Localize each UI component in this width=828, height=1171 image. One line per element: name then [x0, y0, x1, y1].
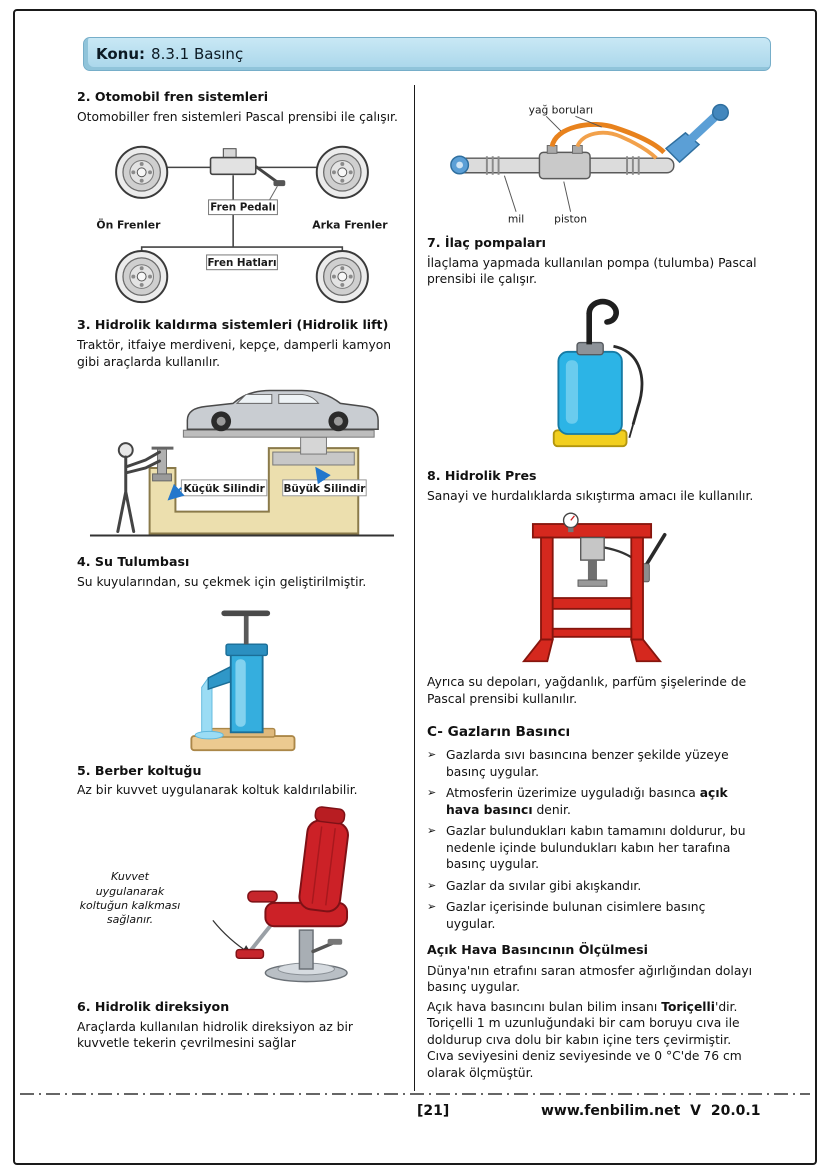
- brake-lines-label: Fren Hatları: [207, 257, 276, 269]
- chair-backrest: [297, 806, 349, 913]
- sprayer-handle: [586, 298, 619, 325]
- water-pump-figure: [77, 597, 407, 757]
- u-tube: [148, 447, 360, 535]
- armrest: [246, 890, 278, 903]
- arrow-bullet-icon: ➢: [427, 748, 437, 762]
- section-title-hydraulic-press: 8. Hidrolik Pres: [427, 467, 537, 483]
- p2-pre: Açık hava basıncını bulan bilim insanı: [427, 999, 662, 1014]
- piston-housing: [538, 151, 591, 180]
- section-title-barber-chair: 5. Berber koltuğu: [77, 762, 202, 778]
- section-body-water-pump: Su kuyularından, su çekmek için geliştir…: [77, 575, 367, 590]
- gas-bullet-item: ➢ Atmosferin üzerimize uyguladığı basınc…: [427, 785, 757, 818]
- hydraulic-lift-illustration: Küçük Silindir Büyük Silindir: [89, 389, 395, 537]
- gas-pressure-bullet-list: ➢ Gazlarda sıvı basıncına benzer şekilde…: [427, 747, 757, 932]
- gas-bullet-text: Gazlar içerisinde bulunan cisimlere bası…: [446, 900, 706, 931]
- arrow-bullet-icon: ➢: [427, 900, 437, 914]
- section-title-gas-pressure: C- Gazların Basıncı: [427, 724, 571, 741]
- front-left-disc: [115, 146, 169, 200]
- open-air-paragraph-2: Açık hava basıncını bulan bilim insanı T…: [427, 999, 757, 1081]
- note-arrow: [211, 919, 252, 955]
- press-cylinder: [580, 537, 605, 561]
- gas-bullet-text: Atmosferin üzerimize uyguladığı basınca …: [446, 785, 757, 818]
- chair-force-note: Kuvvet uygulanarak koltuğun kalkması sağ…: [79, 870, 181, 927]
- topic-label: Konu:: [96, 45, 146, 63]
- footrest: [234, 948, 264, 959]
- gas-bullet-text: Gazlar da sıvılar gibi akışkandır.: [446, 878, 642, 893]
- section-title-open-air-pressure: Açık Hava Basıncının Ölçülmesi: [427, 942, 648, 958]
- bullet-text-pre: Atmosferin üzerimize uyguladığı basınca: [446, 786, 700, 801]
- rear-right-disc-2: [315, 250, 369, 304]
- steering-system-illustration: yağ boruları mil piston: [450, 103, 729, 225]
- brake-pedal-label: Fren Pedalı: [210, 202, 275, 214]
- barber-chair-illustration: [211, 806, 349, 983]
- section-body-spray-pumps: İlaçlama yapmada kullanılan pompa (tulum…: [427, 255, 757, 287]
- piston-label: piston: [554, 212, 587, 225]
- section-title-hydraulic-lift: 3. Hidrolik kaldırma sistemleri (Hidroli…: [77, 317, 389, 333]
- front-brakes-label: Ön Frenler: [96, 218, 161, 232]
- hydraulic-lift-figure: Küçük Silindir Büyük Silindir: [77, 376, 407, 548]
- small-cylinder-arrow: [167, 484, 185, 501]
- hydraulic-press-figure: [427, 510, 757, 668]
- gas-bullet-text: Gazlar bulundukları kabın tamamını doldu…: [446, 824, 746, 872]
- rear-right-disc: [315, 146, 369, 200]
- section-title-brake-systems: 2. Otomobil fren sistemleri: [77, 89, 269, 104]
- small-cylinder-label: Küçük Silindir: [183, 483, 265, 495]
- section-body-hydraulic-steering: Araçlarda kullanılan hidrolik direksiyon…: [77, 1019, 353, 1051]
- p2-bold: Toriçelli: [661, 999, 715, 1014]
- pump-handle: [221, 609, 271, 616]
- arrow-bullet-icon: ➢: [427, 878, 437, 892]
- section-title-hydraulic-steering: 6. Hidrolik direksiyon: [77, 998, 230, 1014]
- oil-pipe-2: [575, 130, 658, 160]
- sprayer-pump-figure: [427, 294, 757, 462]
- brake-system-illustration: Ön Frenler Arka Frenler Fren Pedalı Fren…: [96, 146, 388, 304]
- pascal-extra-note: Ayrıca su depoları, yağdanlık, parfüm şi…: [427, 675, 747, 706]
- document-page: Konu: 8.3.1 Basınç 2. Otomobil fren sist…: [13, 9, 817, 1165]
- shaft-label: mil: [508, 212, 524, 225]
- p2-post: 'dir. Toriçelli 1 m uzunluğundaki bir ca…: [427, 999, 742, 1080]
- section-title-water-pump: 4. Su Tulumbası: [77, 554, 190, 570]
- topic-header-bar: Konu: 8.3.1 Basınç: [83, 37, 771, 71]
- hydraulic-press-illustration: [521, 512, 667, 663]
- site-version: www.fenbilim.net V 20.0.1: [541, 1103, 761, 1119]
- pump-spout: [207, 665, 232, 690]
- big-cylinder-arrow: [315, 466, 331, 485]
- open-air-paragraph-1: Dünya'nın etrafını saran atmosfer ağırlı…: [427, 963, 753, 995]
- front-left-disc-2: [115, 250, 169, 304]
- bullet-text-bold: açık hava basıncı: [446, 786, 728, 817]
- section-body-hydraulic-lift: Traktör, itfaiye merdiveni, kepçe, dampe…: [77, 338, 392, 369]
- rear-brakes-label: Arka Frenler: [312, 219, 388, 232]
- column-divider: [414, 85, 415, 1091]
- gas-bullet-item: ➢ Gazlar bulundukları kabın tamamını dol…: [427, 823, 757, 872]
- arrow-bullet-icon: ➢: [427, 824, 437, 838]
- person-body: [116, 450, 162, 534]
- person-head: [117, 442, 134, 459]
- press-lever: [643, 533, 667, 570]
- sprayer-pump-illustration: [552, 298, 644, 447]
- bullet-text-post: denir.: [532, 802, 571, 817]
- topic-value: 8.3.1 Basınç: [151, 45, 244, 63]
- section-body-brake-systems: Otomobiller fren sistemleri Pascal prens…: [77, 109, 398, 124]
- oil-pipes-label: yağ boruları: [529, 103, 593, 116]
- gas-bullet-item: ➢ Gazlarda sıvı basıncına benzer şekilde…: [427, 747, 757, 780]
- pump-pedal: [310, 941, 333, 954]
- press-table: [551, 597, 633, 610]
- arrow-bullet-icon: ➢: [427, 786, 437, 800]
- footer-dash-dot-line: [20, 1093, 810, 1095]
- brake-system-figure: Ön Frenler Arka Frenler Fren Pedalı Fren…: [77, 131, 407, 311]
- steering-system-figure: yağ boruları mil piston: [427, 101, 757, 229]
- big-cylinder-label: Büyük Silindir: [283, 483, 366, 495]
- page-number: [21]: [417, 1103, 450, 1119]
- gas-bullet-text: Gazlarda sıvı basıncına benzer şekilde y…: [446, 748, 729, 779]
- gas-bullet-item: ➢ Gazlar da sıvılar gibi akışkandır.: [427, 878, 757, 895]
- sprayer-hose: [613, 344, 644, 425]
- right-column: yağ boruları mil piston 7. İlaç pompalar…: [427, 89, 757, 1084]
- gas-bullet-item: ➢ Gazlar içerisinde bulunan cisimlere ba…: [427, 899, 757, 932]
- oil-pipe-1: [549, 122, 666, 155]
- section-title-spray-pumps: 7. İlaç pompaları: [427, 235, 546, 250]
- left-column: 2. Otomobil fren sistemleri Otomobiller …: [77, 89, 407, 1055]
- barber-chair-figure: Kuvvet uygulanarak koltuğun kalkması sağ…: [77, 805, 407, 993]
- section-body-barber-chair: Az bir kuvvet uygulanarak koltuk kaldırı…: [77, 783, 358, 798]
- section-body-hydraulic-press: Sanayi ve hurdalıklarda sıkıştırma amacı…: [427, 488, 754, 503]
- water-pump-illustration: [190, 609, 296, 751]
